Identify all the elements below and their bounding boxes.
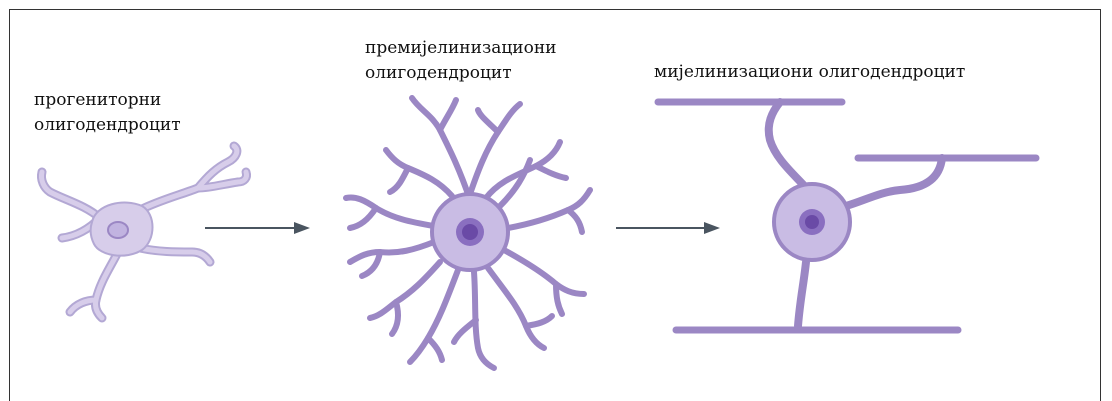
premyelinating-cell — [346, 98, 590, 368]
progenitor-cell — [41, 146, 246, 318]
myelinating-nucleolus — [805, 215, 819, 229]
progenitor-nucleus — [108, 222, 128, 238]
arrow-1 — [205, 222, 310, 234]
premyelinating-nucleolus — [462, 224, 478, 240]
myelinating-cell — [658, 102, 1036, 330]
arrow-2 — [616, 222, 720, 234]
